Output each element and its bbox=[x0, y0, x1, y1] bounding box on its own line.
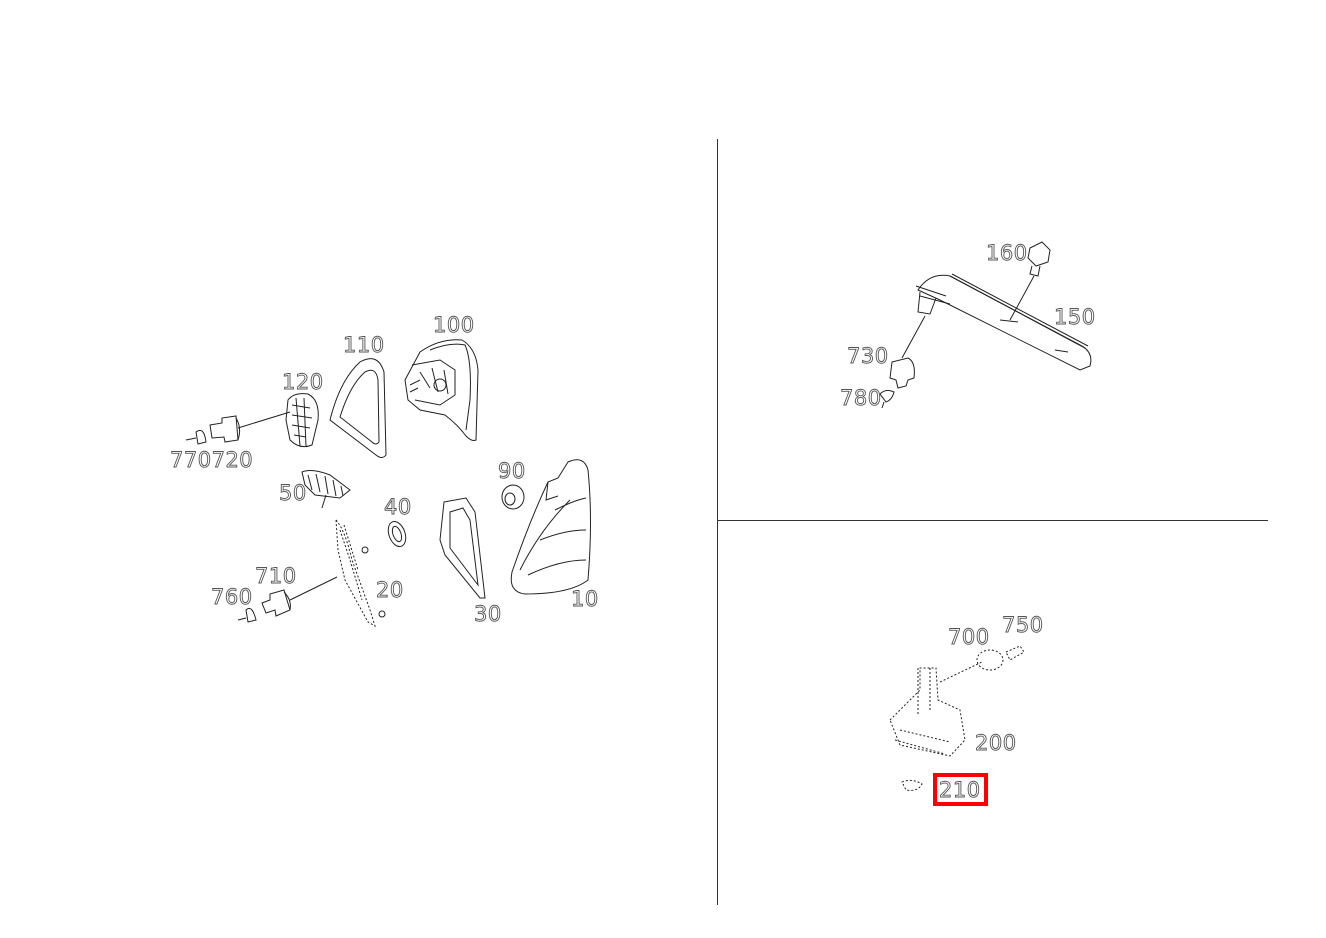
callout-700[interactable]: 700 bbox=[948, 625, 990, 649]
part-770-bulb-icon bbox=[186, 430, 206, 444]
part-100-lamp-housing-icon bbox=[405, 340, 478, 441]
callout-90[interactable]: 90 bbox=[498, 459, 526, 483]
callout-20[interactable]: 20 bbox=[376, 578, 404, 602]
panel-divider-horizontal bbox=[718, 520, 1268, 521]
callout-100[interactable]: 100 bbox=[433, 313, 475, 337]
callout-770720[interactable]: 770720 bbox=[170, 448, 254, 472]
callout-150[interactable]: 150 bbox=[1054, 305, 1096, 329]
part-700-socket-icon bbox=[940, 650, 1003, 682]
part-160-bolt-icon bbox=[1010, 242, 1050, 320]
callout-40[interactable]: 40 bbox=[384, 495, 412, 519]
callout-200[interactable]: 200 bbox=[975, 731, 1017, 755]
part-780-bulb-icon bbox=[880, 390, 894, 408]
callout-710[interactable]: 710 bbox=[255, 564, 297, 588]
part-150-brake-light-icon bbox=[916, 274, 1091, 370]
part-10-tail-lamp-icon bbox=[511, 460, 590, 594]
callout-120[interactable]: 120 bbox=[282, 370, 324, 394]
part-20-circuit-board-icon bbox=[336, 520, 375, 626]
part-210-clip-icon bbox=[902, 780, 922, 790]
part-30-seal-icon bbox=[440, 498, 485, 598]
part-50-led-board-icon bbox=[302, 471, 350, 508]
callout-780[interactable]: 780 bbox=[840, 386, 882, 410]
part-750-bulb-icon bbox=[1006, 646, 1024, 660]
callout-30[interactable]: 30 bbox=[474, 602, 502, 626]
callout-210[interactable]: 210 bbox=[939, 778, 981, 802]
callout-10[interactable]: 10 bbox=[571, 587, 599, 611]
callout-760[interactable]: 760 bbox=[211, 585, 253, 609]
part-120-bulb-holder-icon bbox=[286, 394, 318, 447]
callout-160[interactable]: 160 bbox=[986, 241, 1028, 265]
panel-divider-vertical bbox=[717, 139, 718, 905]
part-720-connector-icon bbox=[210, 412, 290, 442]
part-710-connector-icon bbox=[262, 577, 337, 616]
part-110-gasket-icon bbox=[330, 359, 386, 458]
part-730-socket-icon bbox=[890, 316, 925, 388]
callout-110[interactable]: 110 bbox=[343, 333, 385, 357]
part-40-grommet-icon bbox=[385, 519, 409, 549]
highlight-box-210 bbox=[933, 773, 988, 806]
part-760-bulb-icon bbox=[238, 608, 256, 622]
callout-50[interactable]: 50 bbox=[279, 481, 307, 505]
callout-730[interactable]: 730 bbox=[847, 344, 889, 368]
part-90-nut-icon bbox=[502, 485, 524, 509]
callout-750[interactable]: 750 bbox=[1002, 613, 1044, 637]
part-200-bracket-icon bbox=[890, 668, 965, 756]
